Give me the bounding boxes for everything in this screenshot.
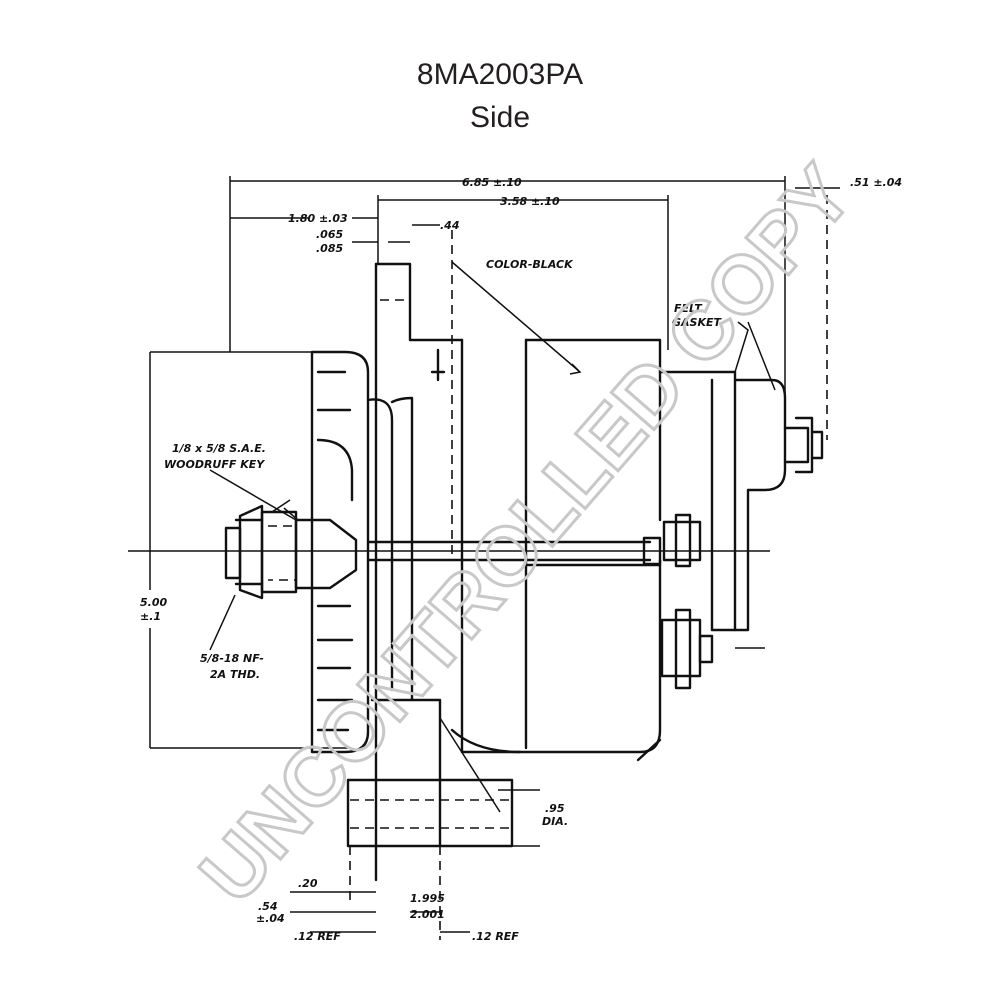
bottom-dia-unit: DIA. (542, 815, 568, 828)
felt-callout-line1: FELT (674, 302, 703, 315)
gap-max-label: .065 (316, 228, 343, 241)
shaft-offset-label: .44 (440, 219, 460, 232)
thread-callout-line2: 2A THD. (210, 668, 260, 681)
gap-min-label: .085 (316, 242, 343, 255)
height-tolerance-label: ±.1 (140, 610, 161, 623)
thread-callout-line1: 5/8-18 NF- (200, 652, 264, 665)
height-label: 5.00 (140, 596, 167, 609)
right-offset-label: .51 ±.04 (850, 176, 902, 189)
felt-callout-line2: GASKET (672, 316, 723, 329)
mount-bore-min-label: 2.001 (410, 908, 445, 921)
mount-width-tolerance: ±.04 (256, 912, 285, 925)
view-subtitle: Side (469, 101, 531, 134)
pulley-offset-label: 1.80 ±.03 (288, 212, 348, 225)
callout-labels: COLOR-BLACK FELT GASKET 1/8 x 5/8 S.A.E.… (164, 258, 723, 681)
alternator-body (460, 338, 787, 762)
part-number-title: 8MA2003PA (416, 58, 584, 91)
overall-length-label: 6.85 ±.10 (462, 176, 522, 189)
pulley-fan (294, 350, 394, 754)
bottom-offset-label: .20 (298, 877, 318, 890)
front-housing (346, 262, 540, 882)
color-callout: COLOR-BLACK (486, 258, 574, 271)
dimension-labels: 6.85 ±.10 3.58 ±.10 .51 ±.04 1.80 ±.03 .… (140, 176, 902, 943)
shaft-and-nut (224, 499, 652, 600)
leader-lines (209, 261, 776, 940)
key-callout-line2: WOODRUFF KEY (164, 458, 265, 471)
key-callout-line1: 1/8 x 5/8 S.A.E. (172, 442, 266, 455)
ref-right-label: .12 REF (472, 930, 519, 943)
body-length-label: 3.58 ±.10 (500, 195, 560, 208)
mount-width-label: .54 (258, 900, 278, 913)
bottom-dia-label: .95 (545, 802, 565, 815)
terminals (642, 416, 824, 690)
height-dimension-lines (149, 351, 350, 749)
mount-bore-max-label: 1.995 (410, 892, 445, 905)
ref-left-label: .12 REF (294, 930, 341, 943)
top-dimension-lines (229, 176, 840, 560)
